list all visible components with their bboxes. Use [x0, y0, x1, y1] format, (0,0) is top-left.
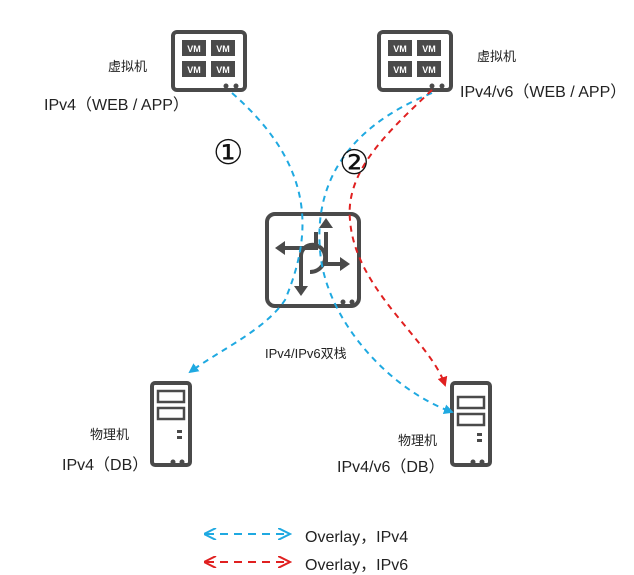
- vm-chip-label: VM: [422, 44, 436, 54]
- pm-left-label: 物理机: [90, 427, 130, 442]
- vm-chip-label: VM: [187, 65, 201, 75]
- vm-chip-label: VM: [393, 65, 407, 75]
- switch-label: IPv4/IPv6双栈: [265, 346, 347, 361]
- vm-left-label: 虚拟机: [108, 59, 148, 74]
- vm-chip-label: VM: [216, 65, 230, 75]
- vm-right-protocol: IPv4/v6（WEB / APP）: [460, 84, 627, 101]
- vm-chip-label: VM: [393, 44, 407, 54]
- pm-right-label: 物理机: [398, 433, 438, 448]
- vm-server-left-icon: VM VM VM VM: [171, 30, 247, 92]
- dual-stack-switch-icon: [265, 212, 361, 308]
- pm-right-protocol: IPv4/v6（DB）: [337, 459, 445, 476]
- overlay-ipv4-path-1: [188, 92, 304, 374]
- path-marker-two: ②: [339, 143, 370, 183]
- overlay-ipv6-path-2: [348, 89, 448, 387]
- vm-chip-label: VM: [187, 44, 201, 54]
- vm-right-label: 虚拟机: [477, 49, 517, 64]
- overlay-ipv4-path-2: [318, 92, 454, 415]
- vm-chip-label: VM: [422, 65, 436, 75]
- vm-left-protocol: IPv4（WEB / APP）: [44, 97, 189, 114]
- legend-ipv4-label: Overlay，IPv4: [305, 529, 409, 546]
- pm-left-protocol: IPv4（DB）: [62, 457, 149, 474]
- vm-server-right-icon: VM VM VM VM: [377, 30, 453, 92]
- vm-chip-label: VM: [216, 44, 230, 54]
- physical-server-right-icon: [450, 381, 492, 467]
- path-marker-one: ①: [213, 133, 244, 173]
- legend-ipv6-label: Overlay，IPv6: [305, 557, 409, 574]
- physical-server-left-icon: [150, 381, 192, 467]
